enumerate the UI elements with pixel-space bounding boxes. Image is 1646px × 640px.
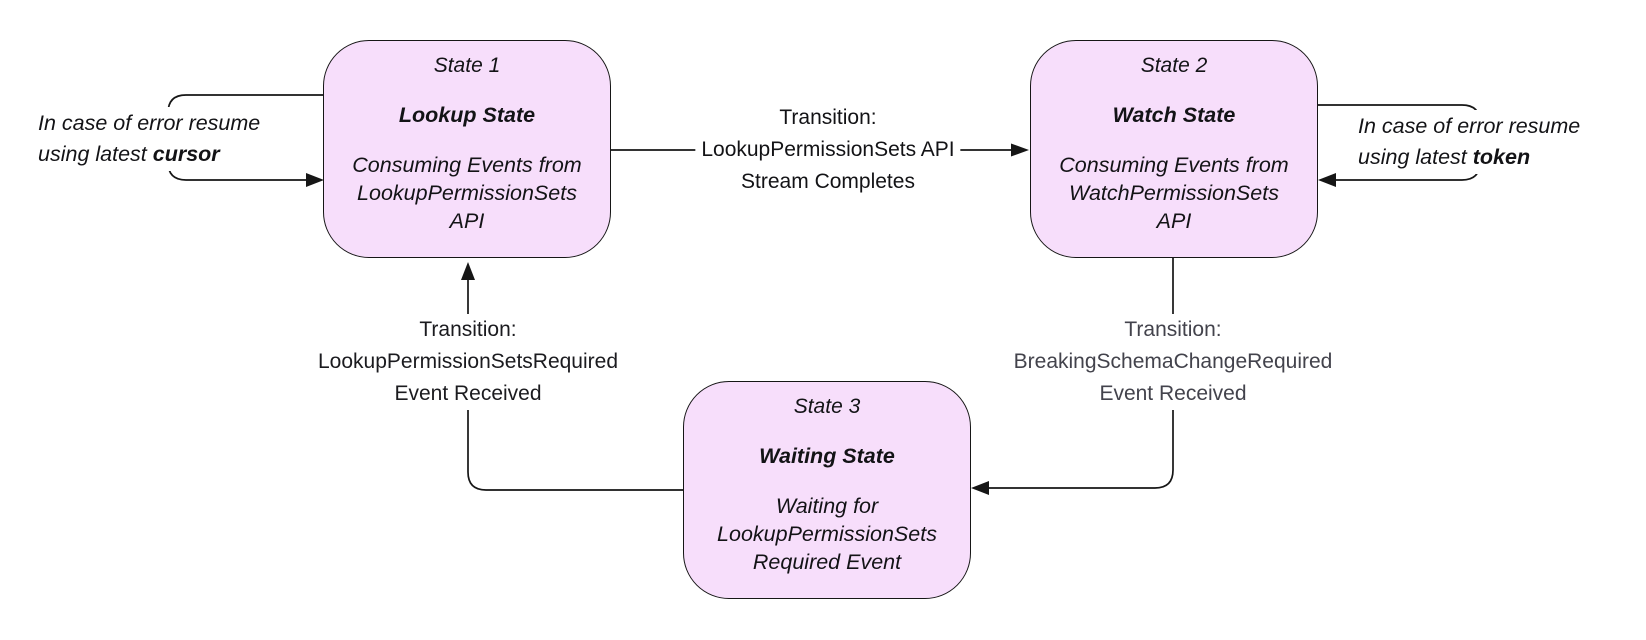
arrowhead-error-loop-cursor [306, 173, 324, 187]
error-note-keyword: cursor [152, 142, 220, 166]
error-note-keyword: token [1472, 145, 1531, 169]
arrowhead-lookup-to-watch [1011, 143, 1029, 157]
state-node-watch: State 2 Watch State Consuming Events fro… [1030, 40, 1318, 258]
error-note-cursor: In case of error resume using latest cur… [34, 107, 265, 171]
state-node-waiting: State 3 Waiting State Waiting for Lookup… [683, 381, 971, 599]
transition-label-lookup-to-watch: Transition: LookupPermissionSets API Str… [695, 102, 961, 198]
state-title: Waiting State [759, 444, 895, 468]
state-node-lookup: State 1 Lookup State Consuming Events fr… [323, 40, 611, 258]
transition-label-watch-to-waiting: Transition: BreakingSchemaChangeRequired… [1007, 314, 1339, 410]
error-note-token: In case of error resume using latest tok… [1354, 110, 1585, 174]
error-note-line2: using latest token [1358, 145, 1531, 169]
state-step-label: State 2 [1140, 54, 1208, 77]
arrowhead-watch-to-waiting [971, 481, 989, 495]
arrow-waiting-to-lookup [467, 280, 683, 491]
error-note-line2: using latest cursor [38, 142, 220, 166]
state-description: Waiting for LookupPermissionSets Require… [717, 494, 937, 574]
state-title: Lookup State [398, 103, 536, 127]
arrow-watch-to-waiting [989, 258, 1174, 489]
state-title: Watch State [1112, 103, 1236, 127]
transition-label-waiting-to-lookup: Transition: LookupPermissionSetsRequired… [312, 314, 624, 410]
state-step-label: State 1 [433, 54, 501, 77]
state-step-label: State 3 [793, 395, 861, 418]
state-description: Consuming Events from LookupPermissionSe… [352, 153, 582, 233]
arrowhead-error-loop-token [1318, 173, 1336, 187]
error-note-line1: In case of error resume [1358, 114, 1581, 138]
arrowhead-waiting-to-lookup [461, 262, 475, 280]
state-description: Consuming Events from WatchPermissionSet… [1059, 153, 1289, 233]
error-note-line1: In case of error resume [38, 111, 261, 135]
